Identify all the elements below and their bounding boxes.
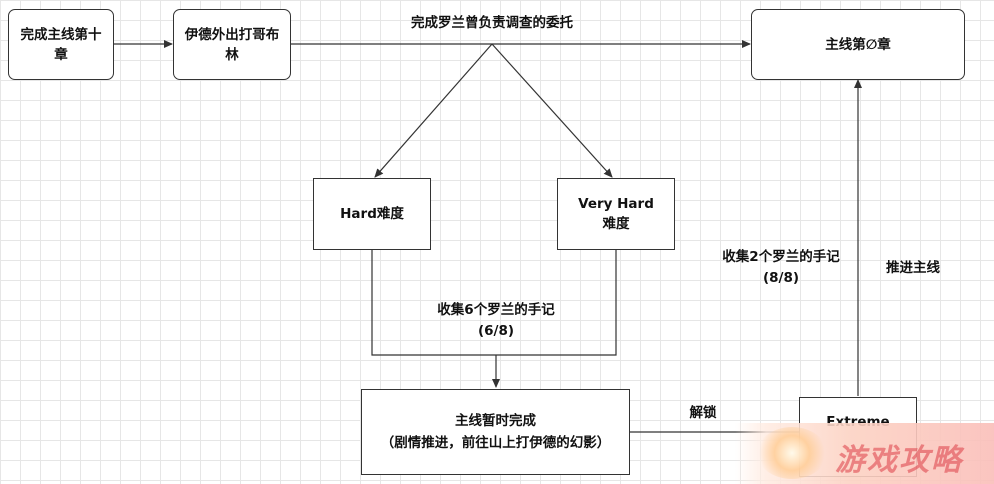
node-complete-chapter-ten: 完成主线第十章 (8, 9, 114, 80)
edge-commission-to-hard (374, 43, 493, 178)
label-unlock: 解锁 (689, 405, 717, 421)
label-advance-main-story: 推进主线 (886, 260, 940, 276)
edge-hard-very-hard-merge (371, 250, 617, 356)
site-watermark: 游戏攻略 (735, 423, 994, 484)
label-collect-six-notes: 收集6个罗兰的手记 (6/8) (437, 302, 555, 339)
node-main-story-paused-label: 主线暂时完成 （剧情推进，前往山上打伊德的幻影） (380, 413, 611, 451)
label-commission: 完成罗兰曾负责调查的委托 (411, 15, 573, 31)
node-very-hard-difficulty-label: Very Hard 难度 (578, 196, 654, 232)
edge-commission-to-very-hard (491, 43, 613, 178)
node-hard-difficulty-label: Hard难度 (340, 206, 404, 222)
watermark-glow (757, 427, 827, 479)
node-very-hard-difficulty: Very Hard 难度 (557, 178, 675, 250)
watermark-text: 游戏攻略 (835, 443, 963, 478)
node-complete-chapter-ten-label: 完成主线第十章 (20, 26, 102, 63)
label-collect-two-notes: 收集2个罗兰的手记 (8/8) (722, 249, 840, 286)
node-main-chapter-label: 主线第∅章 (825, 36, 891, 53)
node-main-chapter: 主线第∅章 (751, 9, 965, 80)
node-main-story-paused: 主线暂时完成 （剧情推进，前往山上打伊德的幻影） (361, 389, 630, 475)
node-goblin-trip-label: 伊德外出打哥布林 (184, 26, 280, 63)
node-goblin-trip: 伊德外出打哥布林 (173, 9, 291, 80)
node-hard-difficulty: Hard难度 (313, 178, 431, 250)
